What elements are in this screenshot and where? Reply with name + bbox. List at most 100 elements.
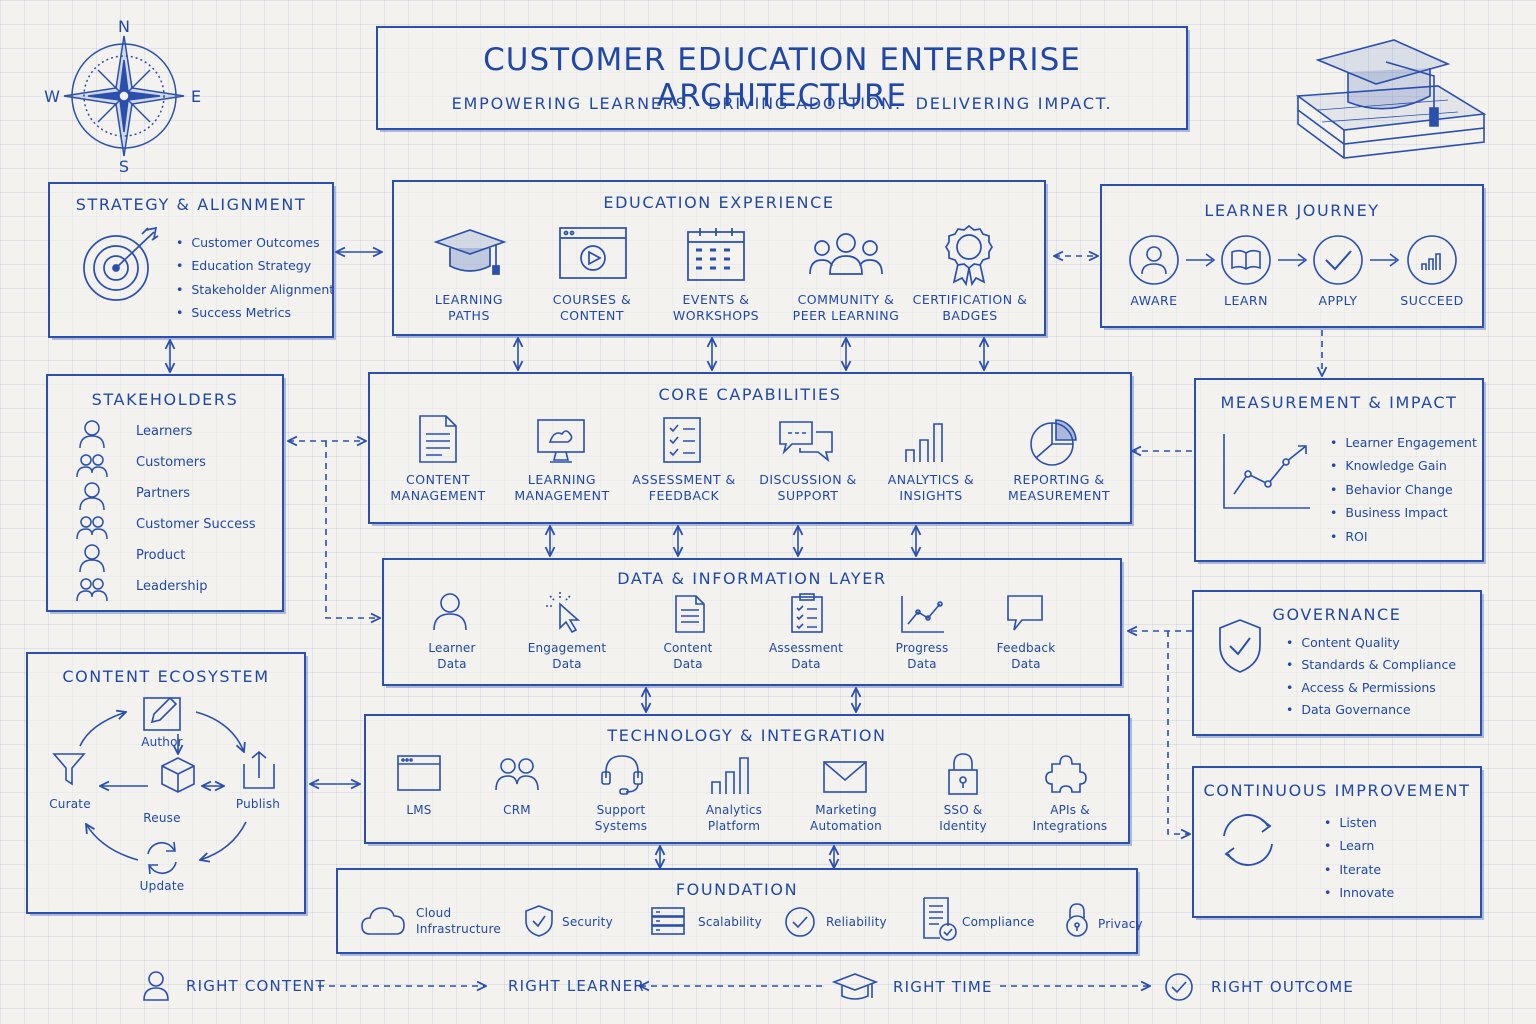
person-icon <box>79 420 105 449</box>
improvement-title: CONTINUOUS IMPROVEMENT <box>1203 781 1471 800</box>
bottom-principle: RIGHT CONTENT <box>186 977 326 995</box>
experience-label: COMMUNITY & PEER LEARNING <box>792 292 900 323</box>
people-icon <box>76 454 108 478</box>
chat-icon <box>778 420 834 468</box>
strategy-item: Stakeholder Alignment <box>176 278 334 301</box>
improvement-list: Listen Learn Iterate Innovate <box>1324 811 1394 905</box>
core-capabilities-title: CORE CAPABILITIES <box>658 385 842 404</box>
stakeholders-box: STAKEHOLDERS Learners Customers Partners… <box>46 374 284 612</box>
stakeholder-row: Partners <box>76 480 296 511</box>
envelope-icon <box>822 760 868 798</box>
browser-window-icon <box>396 754 442 798</box>
bottom-principle: RIGHT LEARNER <box>508 977 645 995</box>
data-layer-label: Content Data <box>663 641 713 671</box>
compass-e: E <box>191 87 201 106</box>
compass-s: S <box>119 157 129 176</box>
governance-item: Standards & Compliance <box>1286 654 1456 676</box>
foundation-box: FOUNDATION Cloud Infrastructure Security… <box>336 868 1143 954</box>
badge-icon <box>944 224 994 290</box>
stakeholder-row: Leadership <box>76 573 296 604</box>
improvement-item: Learn <box>1324 834 1394 857</box>
graduation-cap-icon <box>831 972 879 1010</box>
journey-steps <box>1128 234 1464 292</box>
technology-label: SSO & Identity <box>939 803 987 833</box>
stakeholder-row: Learners <box>76 418 296 449</box>
community-icon <box>808 232 884 282</box>
foundation-label: Compliance <box>962 915 1035 929</box>
book-icon <box>1221 235 1271 285</box>
content-ecosystem-title: CONTENT ECOSYSTEM <box>62 667 270 686</box>
measurement-item: Behavior Change <box>1330 478 1477 501</box>
stakeholder-label: Partners <box>136 486 191 501</box>
foundation-label: Scalability <box>698 915 762 929</box>
foundation-label: Privacy <box>1098 917 1143 931</box>
technology-box: TECHNOLOGY & INTEGRATION LMS CRM Support… <box>364 714 1130 844</box>
clipboard-icon <box>790 592 824 638</box>
person-icon <box>432 592 468 636</box>
core-label: LEARNING MANAGEMENT <box>514 472 610 503</box>
cycle-icon <box>1216 808 1280 876</box>
foundation-label: Security <box>562 915 613 929</box>
person-icon <box>79 544 105 573</box>
education-experience-box: EDUCATION EXPERIENCE LEARNING PATHS COUR… <box>392 180 1046 336</box>
headset-icon <box>600 752 644 800</box>
line-chart-icon <box>1220 432 1314 518</box>
bar-chart-icon <box>1407 235 1457 285</box>
governance-box: GOVERNANCE Content Quality Standards & C… <box>1192 590 1482 736</box>
stakeholder-label: Customer Success <box>136 517 256 532</box>
people-icon <box>494 754 540 798</box>
stakeholder-row: Customer Success <box>76 511 296 542</box>
experience-label: EVENTS & WORKSHOPS <box>672 292 760 323</box>
improvement-item: Innovate <box>1324 881 1394 904</box>
certificate-icon <box>922 896 958 946</box>
person-icon <box>79 482 105 511</box>
data-layer-label: Progress Data <box>895 641 949 671</box>
data-layer-box: DATA & INFORMATION LAYER Learner Data En… <box>382 558 1122 686</box>
improvement-item: Iterate <box>1324 858 1394 881</box>
governance-list: Content Quality Standards & Compliance A… <box>1286 632 1456 722</box>
journey-step-label: LEARN <box>1224 293 1268 308</box>
data-layer-title: DATA & INFORMATION LAYER <box>617 569 887 588</box>
measurement-title: MEASUREMENT & IMPACT <box>1220 393 1458 412</box>
ecosystem-publish: Publish <box>235 797 281 811</box>
funnel-icon <box>52 753 86 786</box>
content-cycle-diagram <box>28 654 308 920</box>
person-icon <box>142 970 170 1006</box>
data-layer-label: Engagement Data <box>527 641 607 671</box>
checklist-icon <box>662 416 702 468</box>
core-label: ANALYTICS & INSIGHTS <box>887 472 975 503</box>
export-icon <box>243 750 275 789</box>
compass-rose: N S E W <box>38 14 218 180</box>
governance-title: GOVERNANCE <box>1272 605 1402 624</box>
pie-chart-icon <box>1028 418 1078 472</box>
stakeholder-row: Customers <box>76 449 296 480</box>
target-icon <box>82 224 162 308</box>
stakeholder-label: Leadership <box>136 579 208 594</box>
speech-bubble-icon <box>1006 594 1044 638</box>
journey-step-label: AWARE <box>1130 293 1178 308</box>
measurement-list: Learner Engagement Knowledge Gain Behavi… <box>1330 431 1477 548</box>
ecosystem-update: Update <box>139 879 185 893</box>
foundation-label: Cloud Infrastructure <box>416 906 501 936</box>
data-layer-label: Feedback Data <box>996 641 1056 671</box>
stakeholder-row: Product <box>76 542 296 573</box>
technology-label: APIs & Integrations <box>1032 803 1108 833</box>
measurement-box: MEASUREMENT & IMPACT Learner Engagement … <box>1194 378 1484 562</box>
cube-icon <box>161 757 195 793</box>
content-ecosystem-box: CONTENT ECOSYSTEM Author Curate <box>26 652 306 914</box>
measurement-item: ROI <box>1330 525 1477 548</box>
governance-item: Content Quality <box>1286 632 1456 654</box>
server-icon <box>650 906 686 940</box>
data-layer-label: Assessment Data <box>769 641 843 671</box>
experience-label: COURSES & CONTENT <box>552 292 632 323</box>
compass-ring <box>71 43 177 149</box>
document-icon <box>674 594 706 638</box>
shield-icon <box>524 904 554 942</box>
people-icon <box>76 516 108 540</box>
line-chart-icon <box>900 594 946 638</box>
check-circle-icon <box>784 906 816 942</box>
calendar-icon <box>686 226 746 286</box>
stakeholder-label: Product <box>136 548 186 563</box>
ecosystem-curate: Curate <box>49 797 91 811</box>
padlock-icon <box>1064 902 1090 942</box>
